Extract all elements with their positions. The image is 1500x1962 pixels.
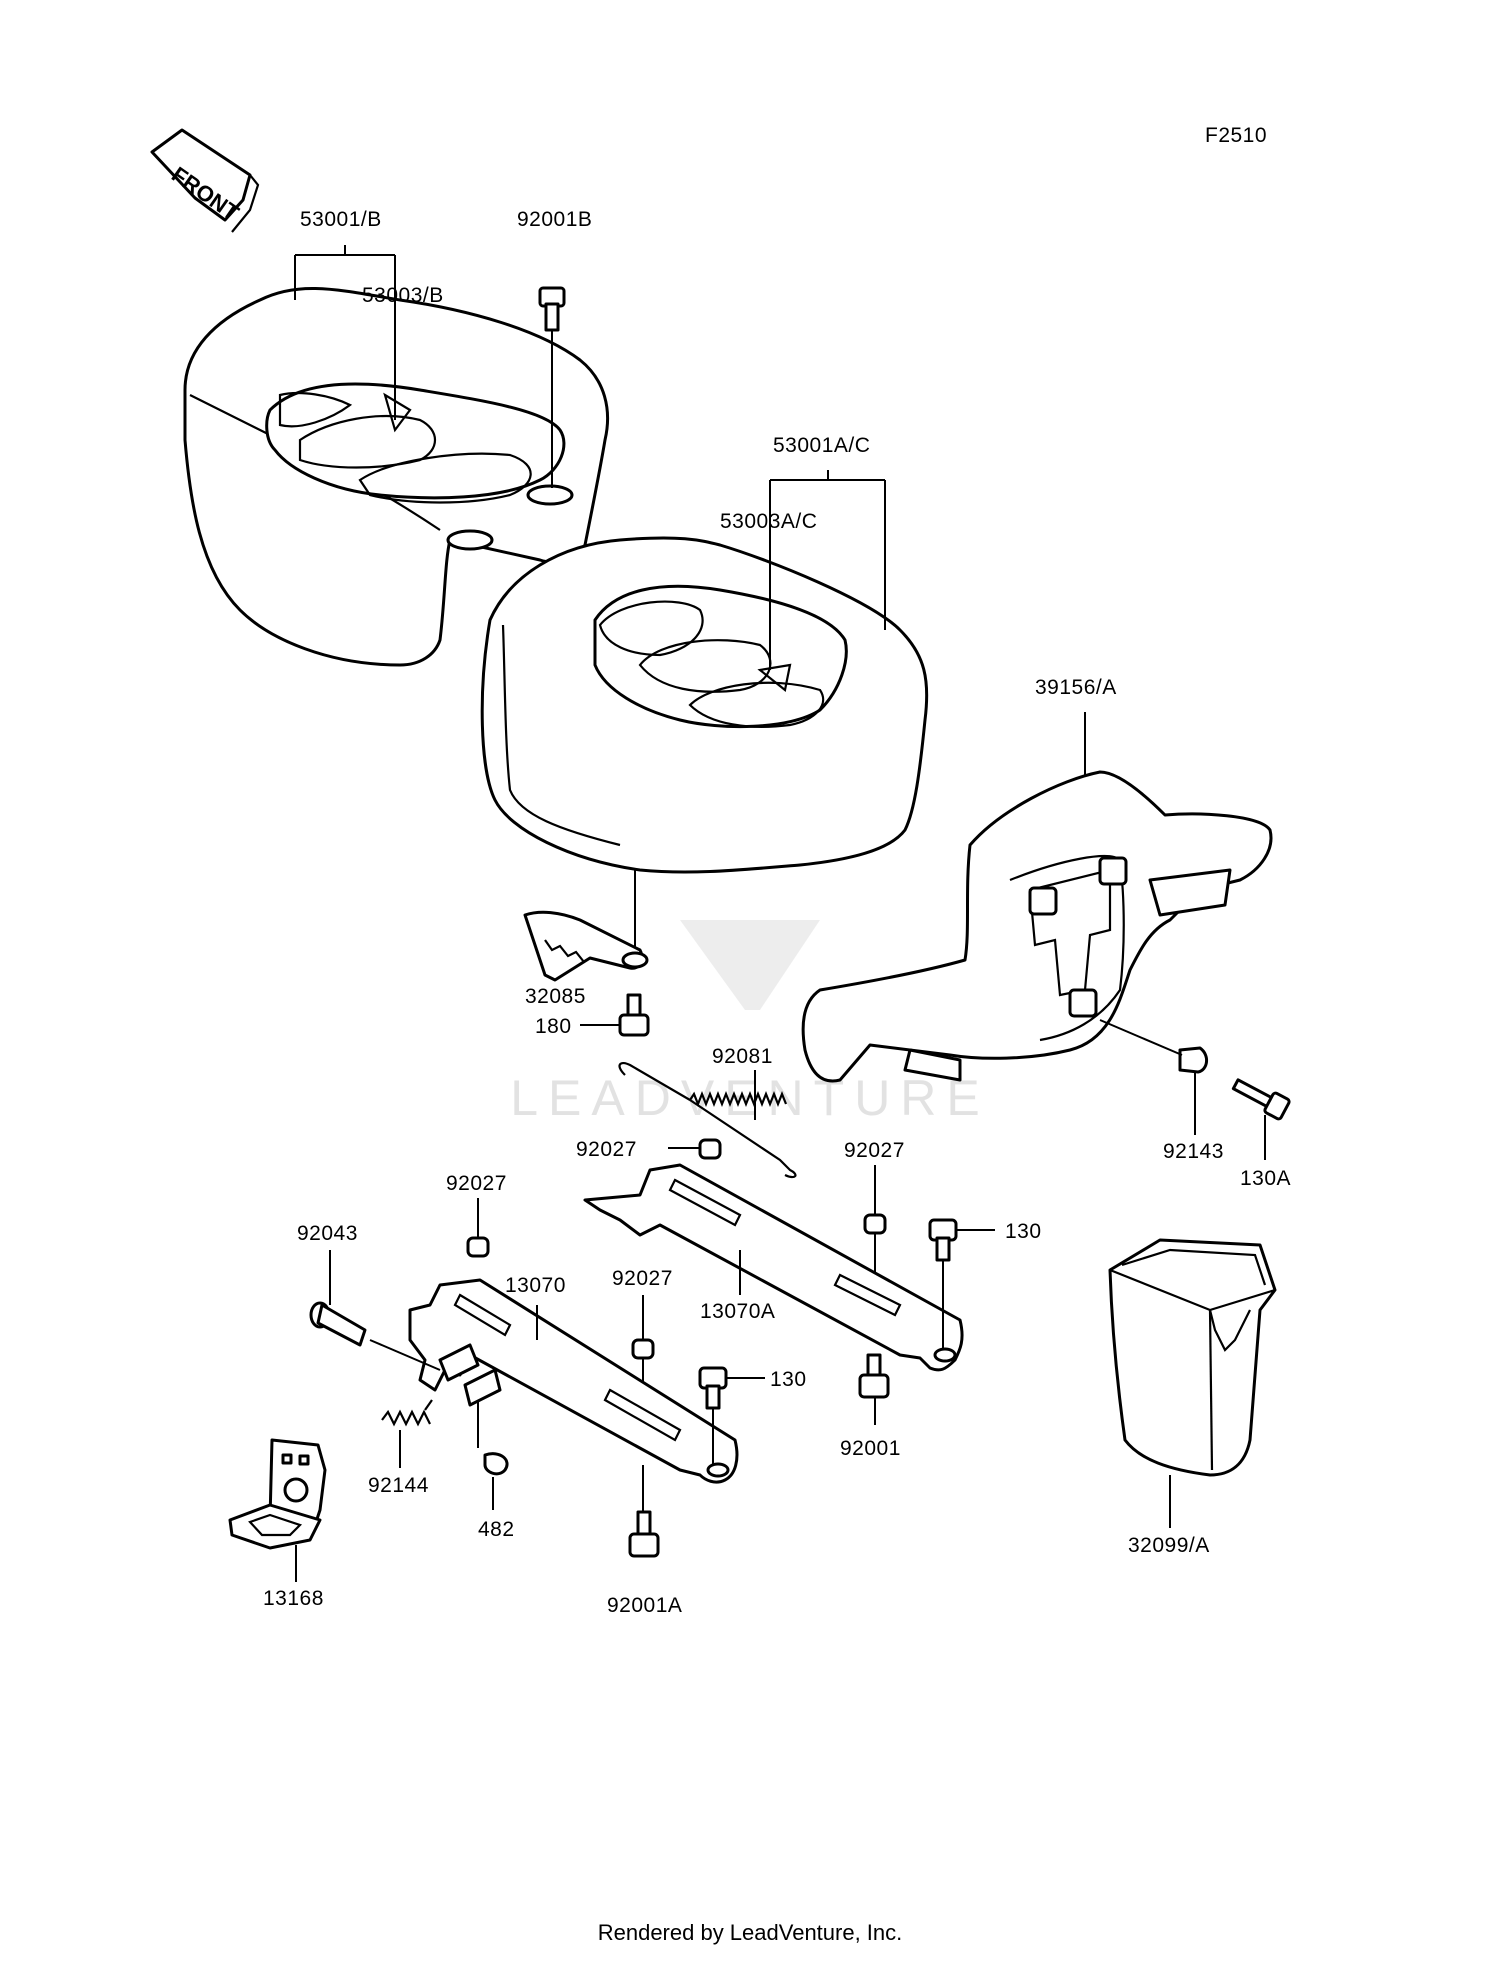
bolt-92001a: [628, 1510, 660, 1558]
label-92081: 92081: [712, 1045, 773, 1068]
label-92027-a: 92027: [576, 1138, 637, 1161]
spring-92144: [381, 1399, 433, 1427]
bolt-130a: [1231, 1078, 1291, 1121]
label-32099-a: 32099/A: [1128, 1534, 1210, 1557]
footer-credit: Rendered by LeadVenture, Inc.: [597, 1920, 903, 1945]
label-180: 180: [535, 1015, 572, 1038]
label-130a: 130A: [1240, 1167, 1291, 1190]
rail-13070: [408, 1278, 739, 1484]
front-arrow-icon: FRONT: [150, 128, 260, 233]
collar-92027-b: [466, 1236, 490, 1258]
label-13168: 13168: [263, 1587, 324, 1610]
nut-180: [618, 993, 650, 1037]
label-53003-b: 53003/B: [362, 284, 444, 307]
bolt-92001b: [538, 286, 566, 332]
watermark-text: LEADVENTURE: [510, 1070, 990, 1126]
label-482: 482: [478, 1518, 515, 1541]
spring-92081: [618, 1061, 797, 1179]
label-92001b: 92001B: [517, 208, 592, 231]
label-53001-b: 53001/B: [300, 208, 382, 231]
label-130-upper: 130: [1005, 1220, 1042, 1243]
bolt-92001: [858, 1353, 890, 1399]
label-92043: 92043: [297, 1222, 358, 1245]
label-92027-b: 92027: [446, 1172, 507, 1195]
label-32085: 32085: [525, 985, 586, 1008]
label-13070: 13070: [505, 1274, 566, 1297]
storage-box-32099: [1108, 1238, 1277, 1477]
bolt-130-lower: [698, 1366, 728, 1410]
bracket-13168: [228, 1438, 327, 1550]
label-92027-c: 92027: [844, 1139, 905, 1162]
collar-92027-c: [863, 1213, 887, 1235]
label-92001: 92001: [840, 1437, 901, 1460]
pin-92043: [309, 1301, 367, 1347]
label-130-lower: 130: [770, 1368, 807, 1391]
clip-482: [483, 1452, 509, 1476]
label-39156-a: 39156/A: [1035, 676, 1117, 699]
label-53001a-c: 53001A/C: [773, 434, 870, 457]
label-92027-d: 92027: [612, 1267, 673, 1290]
front-seat: [480, 536, 929, 874]
backrest-39156: [801, 770, 1273, 1083]
collar-92027-a: [698, 1138, 722, 1160]
label-92143: 92143: [1163, 1140, 1224, 1163]
collar-92027-d: [631, 1338, 655, 1360]
stopper-92143: [1178, 1046, 1208, 1074]
bolt-130-upper: [928, 1218, 958, 1262]
rail-13070a: [583, 1163, 964, 1372]
label-13070a: 13070A: [700, 1300, 775, 1323]
label-92001a: 92001A: [607, 1594, 682, 1617]
rear-seat: [183, 287, 609, 667]
label-53003a-c: 53003A/C: [720, 510, 817, 533]
bracket-32085: [523, 910, 649, 982]
label-92144: 92144: [368, 1474, 429, 1497]
diagram-code: F2510: [1205, 124, 1267, 147]
